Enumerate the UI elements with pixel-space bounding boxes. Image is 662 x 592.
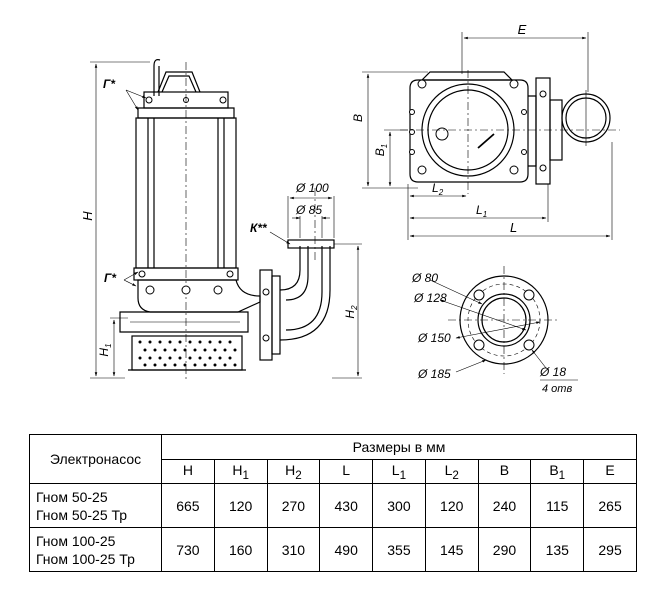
value-cell: 120 [213,483,268,528]
dim-d85-label: Ø 85 [295,203,322,217]
bolt-hole [523,339,535,351]
value-cell: 265 [583,483,637,528]
top-view-body [409,79,529,183]
col-header: L [319,459,374,484]
value-cell: 490 [319,527,374,572]
value-cell: 355 [372,527,426,572]
dim-d185-label: Ø 185 [417,367,451,381]
col-header: H2 [266,459,321,484]
value-cell: 115 [530,483,585,528]
value-cell: 120 [424,483,479,528]
pump-body [137,279,261,313]
value-cell: 730 [161,527,215,572]
value-cell: 430 [319,483,374,528]
dim-l1-label: L1 [476,203,487,219]
value-cell: 240 [477,483,532,528]
col-header: H1 [213,459,268,484]
holes-count-label: 4 отв [542,383,572,395]
value-cell: 160 [213,527,268,572]
value-cell: 665 [161,483,215,528]
col-header: E [583,459,637,484]
dim-d128-label: Ø 128 [413,291,447,305]
dims-header: Размеры в мм [161,434,637,460]
col-header: H [161,459,215,484]
dim-b1-label: B1 [373,144,389,156]
col-header: B [477,459,532,484]
col-header: B1 [530,459,585,484]
dim-h-label: H [80,211,95,221]
g-star-top-label: Г* [103,77,116,91]
bolt-hole [523,289,535,301]
dim-l2-label: L2 [432,181,444,197]
value-cell: 310 [266,527,321,572]
lifting-handle [157,71,201,93]
side-view: H H1 H2 Ø 100 Ø 85 Г* Г* К** [80,59,362,380]
k-star-label: К** [250,221,268,235]
dim-b-label: B [351,114,365,122]
value-cell: 300 [372,483,426,528]
bolt-hole [473,289,485,301]
outlet-pipe [279,246,301,291]
value-cell: 145 [424,527,479,572]
bolt-hole [473,339,485,351]
value-cell: 295 [583,527,637,572]
outlet-flange [259,269,273,361]
dim-d18-label: Ø 18 [539,365,566,379]
value-cell: 270 [266,483,321,528]
dim-e-label: E [518,22,527,37]
flange-view: Ø 80 Ø 128 Ø 150 Ø 185 Ø 18 4 отв [411,266,578,395]
dim-h1-label: H1 [97,343,113,356]
dim-d80-label: Ø 80 [411,271,438,285]
pump-header: Электронасос [29,434,162,484]
dim-d100-label: Ø 100 [295,181,329,195]
dim-h2-label: H2 [343,305,359,319]
value-cell: 290 [477,527,532,572]
top-view: E B B1 L2 L1 L [351,22,620,240]
technical-drawing: H H1 H2 Ø 100 Ø 85 Г* Г* К** [80,22,620,395]
dim-d150-label: Ø 150 [417,331,451,345]
dim-l-label: L [510,220,517,235]
col-header: L1 [372,459,426,484]
value-cell: 135 [530,527,585,572]
dimensions-table: Электронасос Размеры в мм H H1 H2 L L1 L… [29,434,637,572]
col-header: L2 [424,459,479,484]
g-star-mid-label: Г* [104,271,117,285]
